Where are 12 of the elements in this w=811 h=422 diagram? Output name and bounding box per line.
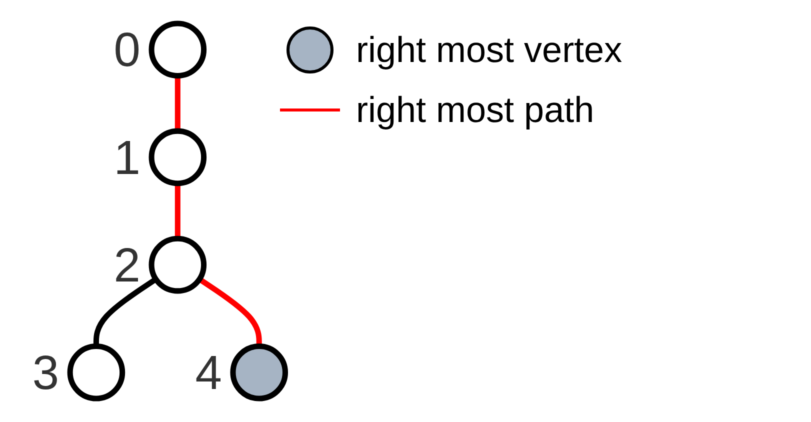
legend-text: right most vertex [356,29,622,71]
vertex-circle [230,343,288,402]
vertex-number: 4 [195,346,222,400]
vertex-circle [148,128,207,186]
vertex-circle [67,343,126,402]
vertex-number: 1 [114,132,140,185]
vertex-number: 3 [32,346,59,400]
vertex-circle [148,20,207,79]
vertex-circle [148,236,207,294]
vertex-number: 2 [114,239,140,292]
vertex-number: 0 [114,24,140,78]
legend-text: right most path [356,89,594,131]
